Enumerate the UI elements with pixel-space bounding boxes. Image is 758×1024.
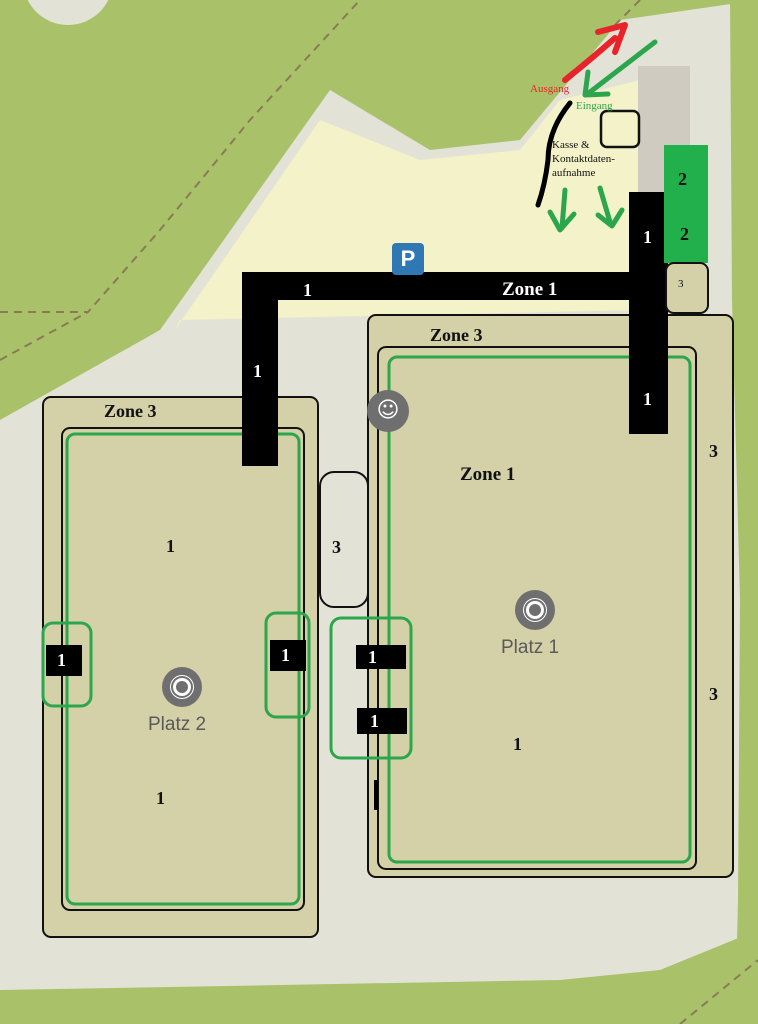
field-number: 1	[166, 536, 175, 556]
tile-number: 1	[368, 647, 377, 667]
bar-number: 1	[303, 280, 312, 300]
tile-number: 1	[370, 711, 379, 731]
zone3-middle-box	[319, 471, 369, 608]
zone3-small-number: 3	[678, 278, 684, 290]
trail	[0, 311, 89, 361]
zone3-left-label: Zone 3	[104, 401, 157, 421]
zone3-small-box	[665, 262, 709, 314]
zone1-top-label: Zone 1	[502, 279, 558, 300]
right-edge-number: 3	[709, 684, 718, 704]
kasse-label-line2: Kontaktdaten-	[552, 153, 615, 165]
parking-area	[175, 80, 640, 330]
playground-icon: ☺	[367, 390, 409, 432]
kasse-box	[599, 109, 641, 149]
grass-right	[730, 0, 758, 1024]
tile-number: 1	[57, 650, 66, 670]
trail	[0, 0, 361, 313]
soccer-ball-icon	[162, 667, 202, 707]
entry-split-arrow	[597, 185, 613, 225]
entry-split-arrow-head	[595, 207, 625, 229]
exit-arrow	[562, 35, 618, 83]
zone3-right-label: Zone 3	[430, 325, 483, 345]
platz1-label: Platz 1	[501, 637, 560, 658]
field-right-inner	[387, 355, 692, 864]
zone2-block	[664, 145, 708, 263]
entry-split-arrow	[559, 187, 568, 231]
zone1-tick	[374, 780, 378, 810]
zone1-tile	[270, 640, 306, 671]
kasse-label-line3: aufnahme	[552, 167, 596, 179]
round-feature	[27, 0, 109, 25]
field-number: 1	[513, 734, 522, 754]
trail	[679, 959, 758, 1024]
grass-bottom	[0, 930, 758, 1024]
soccer-ball-icon	[515, 590, 555, 630]
entry-split-arrow-head	[547, 209, 577, 233]
parking-icon: P	[392, 243, 424, 275]
zone1-tile	[46, 645, 82, 676]
entry-arrow-head	[582, 69, 611, 98]
zone2-number: 2	[680, 224, 689, 244]
kasse-label-line1: Kasse &	[552, 139, 590, 151]
zone2-number: 2	[678, 169, 687, 189]
green-group-center	[329, 616, 413, 760]
zone1-tile	[356, 645, 406, 669]
divider-line	[535, 100, 573, 208]
entry-arrow	[587, 39, 658, 95]
bar-number: 1	[643, 227, 652, 247]
zone1-bar-vertical	[629, 192, 668, 434]
zone1-field-label: Zone 1	[460, 464, 516, 485]
bar-number: 1	[253, 361, 262, 381]
middle-zone-number: 3	[332, 537, 341, 557]
zone1-bar	[242, 272, 668, 466]
right-edge-number: 3	[709, 441, 718, 461]
bar-number: 1	[643, 389, 652, 409]
tile-number: 1	[281, 645, 290, 665]
green-group-mid	[264, 611, 311, 719]
zone1-tile	[357, 708, 407, 734]
entry-label: Eingang	[576, 100, 613, 112]
exit-arrow-head	[595, 22, 628, 55]
exit-label: Ausgang	[530, 83, 570, 95]
platz2-label: Platz 2	[148, 714, 207, 735]
green-group-left	[41, 621, 93, 708]
field-number: 1	[156, 788, 165, 808]
